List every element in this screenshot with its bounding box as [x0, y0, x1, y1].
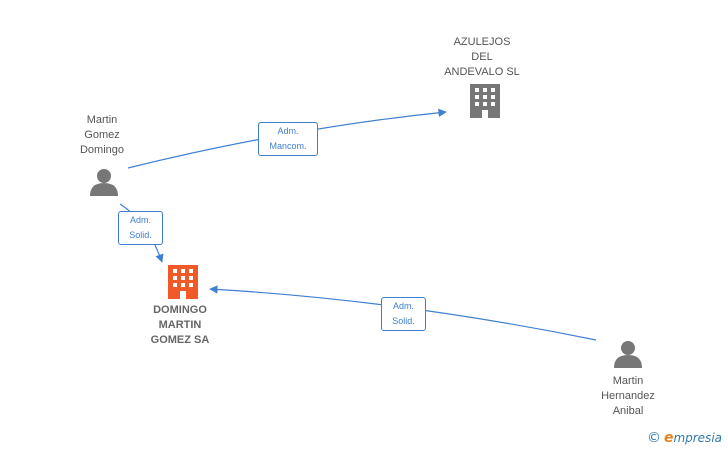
building-icon[interactable] [470, 84, 500, 118]
brand-text: mpresia [673, 431, 722, 445]
copyright-icon: © [646, 430, 661, 446]
brand-e: e [663, 430, 674, 446]
building-icon[interactable] [168, 265, 198, 299]
edge-label-adm-solid[interactable]: Adm. Solid. [381, 297, 426, 331]
brand-logo[interactable]: ©empresia [647, 430, 722, 446]
node-label-domingo-martin-gomez-sa[interactable]: DOMINGO MARTIN GOMEZ SA [150, 304, 210, 346]
edge-label-adm-mancom[interactable]: Adm. Mancom. [258, 122, 318, 156]
node-label-martin-hernandez-anibal[interactable]: Martin Hernandez Anibal [601, 375, 655, 417]
edge-label-adm-solid[interactable]: Adm. Solid. [118, 211, 163, 245]
node-label-martin-gomez-domingo[interactable]: Martin Gomez Domingo [79, 114, 125, 156]
node-label-azulejos-del-andevalo[interactable]: AZULEJOS DEL ANDEVALO SL [444, 36, 520, 78]
person-icon[interactable] [90, 169, 118, 196]
person-icon[interactable] [614, 341, 642, 368]
